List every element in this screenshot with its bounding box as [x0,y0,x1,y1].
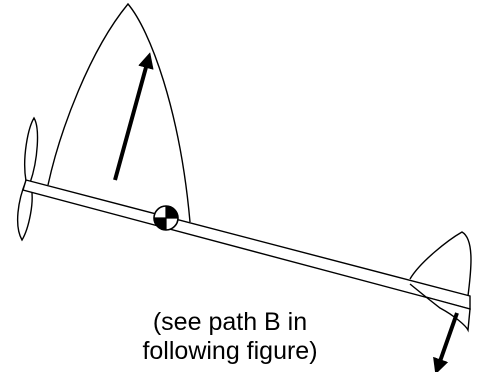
caption-line-2: following figure) [142,337,318,365]
caption-line-1: (see path B in [152,308,308,336]
wing [47,2,191,223]
fuselage [22,179,471,310]
horizontal-stabilizer [409,231,472,297]
vertical-fin [409,283,471,333]
center-of-gravity-icon [153,205,179,231]
propeller [16,116,39,242]
tail-force-arrow [433,312,459,372]
lift-arrow [113,52,154,181]
